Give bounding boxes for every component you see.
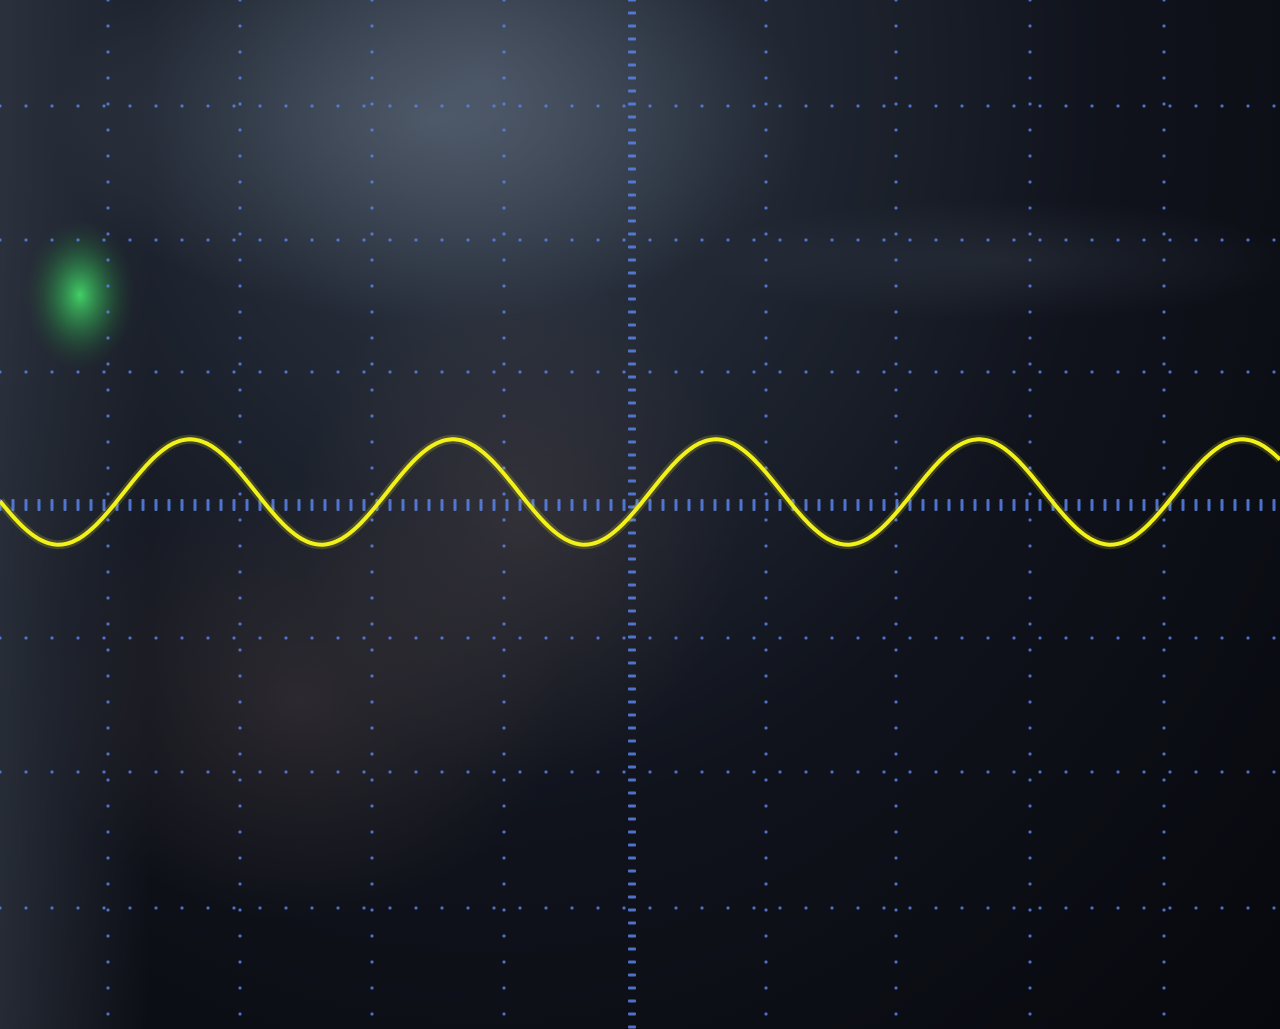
graticule-horizontal-line [0,770,1276,774]
graticule-horizontal-line [0,499,1276,511]
waveform-trace [0,437,1280,547]
graticule-vertical-line [370,0,374,1016]
graticule-vertical-line [1162,0,1166,1016]
graticule-horizontal-line [0,906,1276,910]
graticule-horizontal-line [0,104,1276,108]
graticule-horizontal-line [0,636,1276,640]
graticule-horizontal-line [0,370,1276,374]
graticule-vertical-line [238,0,242,1016]
trace-glow [0,434,1280,550]
graticule-vertical-line [628,0,636,1029]
graticule-vertical-line [106,0,110,1016]
trace [0,434,1280,550]
graticule-vertical-line [764,0,768,1016]
graticule-vertical-line [502,0,506,1016]
graticule-horizontal-line [0,238,1276,242]
graticule-vertical-line [894,0,898,1016]
graticule-vertical-line [1028,0,1032,1016]
